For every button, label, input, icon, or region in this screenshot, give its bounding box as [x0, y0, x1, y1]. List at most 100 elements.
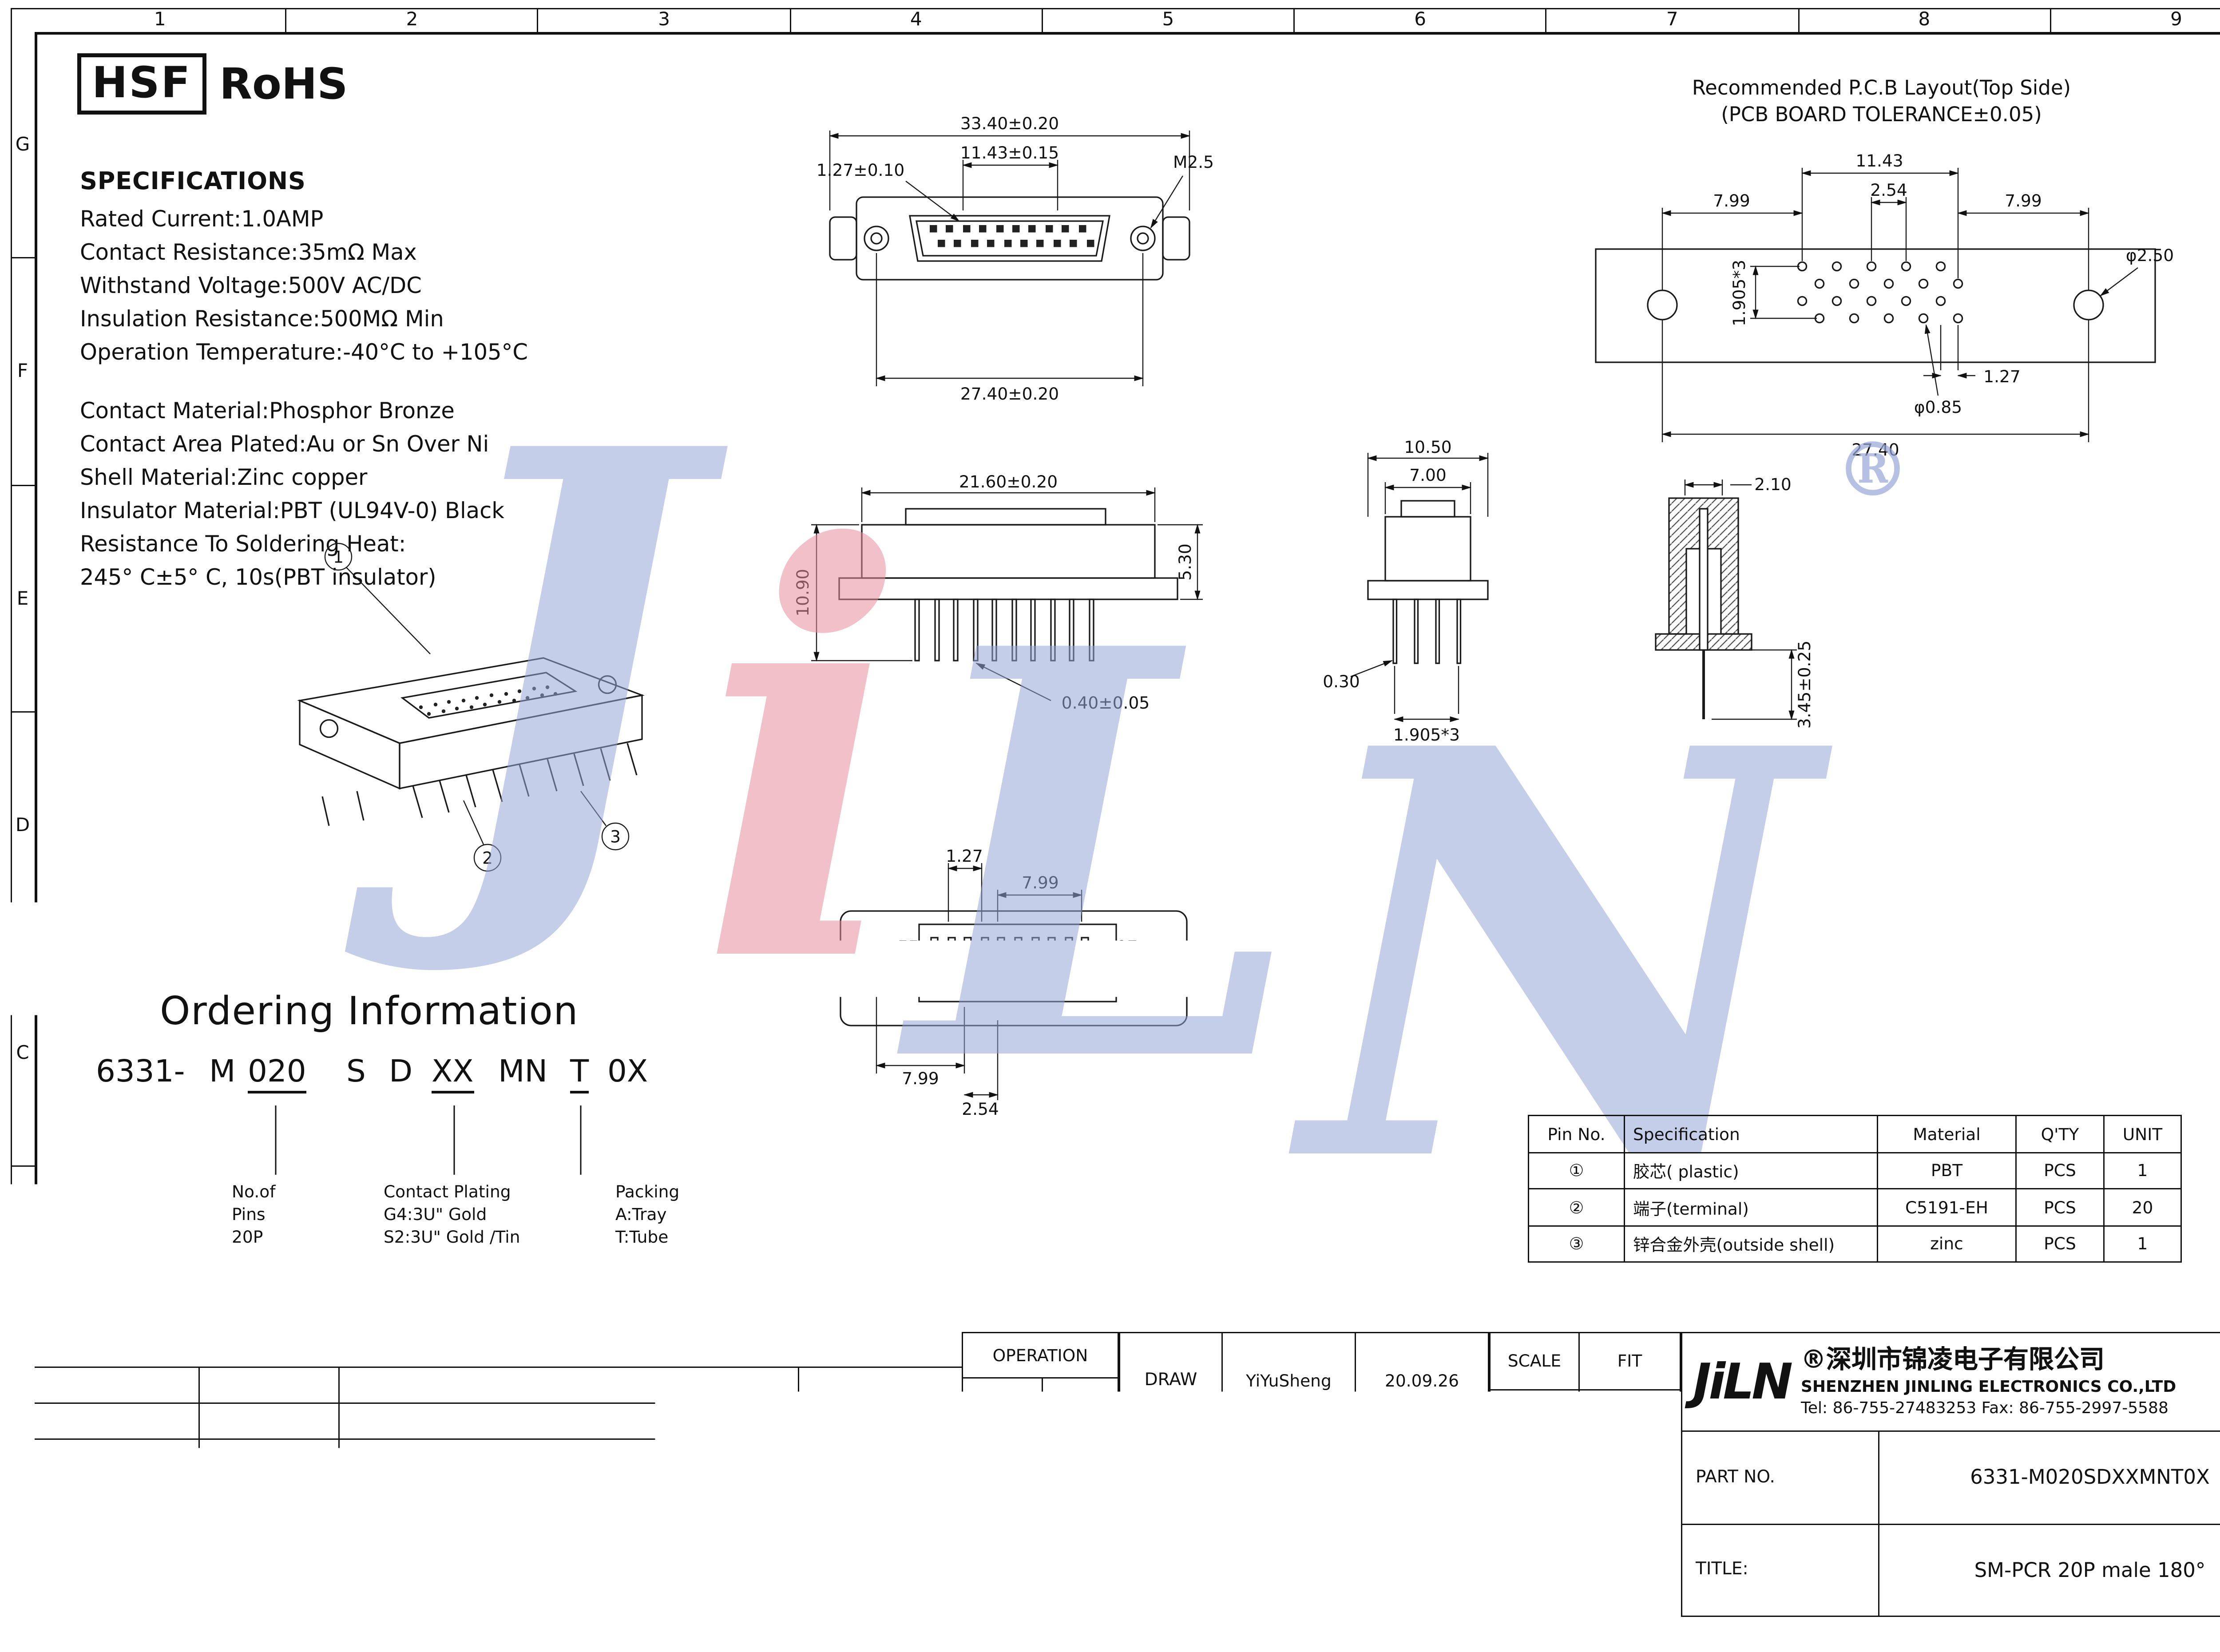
- dim-7-99-left: 7.99: [1713, 191, 1750, 210]
- tol-value: ±0.20: [1043, 1426, 1118, 1473]
- front-view: 33.40±0.20 11.43±0.15 1.27±0.10 M2.5 27.…: [797, 93, 1223, 406]
- company-name-cn: ®深圳市锦凌电子有限公司: [1801, 1345, 2220, 1376]
- revision-rev: A: [35, 1546, 200, 1582]
- spec-line: Contact Area Plated:Au or Sn Over Ni: [80, 428, 746, 461]
- callout-1: 1: [333, 547, 344, 567]
- grid-col-label: 2: [287, 8, 539, 32]
- meta-block: SCALEFIT UNITmm SIZEA4 SHEET1/1 PROJ.: [1489, 1332, 1681, 1617]
- part-no-label: PART NO.: [1682, 1431, 1879, 1523]
- spec-line: Shell Material:Zinc copper: [80, 461, 746, 494]
- parts-cell: ①: [1529, 1153, 1625, 1190]
- company-name-en: SHENZHEN JINLING ELECTRONICS CO.,LTD: [1801, 1376, 2220, 1397]
- grid-row-label: E: [11, 486, 35, 713]
- grid-col-label: 5: [1043, 8, 1295, 32]
- title-value: SM-PCR 20P male 180°: [1879, 1525, 2220, 1616]
- section-view: 2.10 3.45±0.25: [1592, 456, 1832, 788]
- grid-col-label: 5: [1043, 1620, 1295, 1644]
- grid-row-label: F: [11, 259, 35, 486]
- grid-col-label: 1: [35, 8, 287, 32]
- dim-0-40: 0.40±0.05: [1062, 693, 1150, 713]
- tolerance-title: OPERATION: [963, 1333, 1118, 1379]
- grid-col-label: 7: [1547, 1620, 1799, 1644]
- dim-1-27: 1.27±0.10: [817, 160, 904, 180]
- dim-7-00: 7.00: [1409, 465, 1447, 485]
- pcb-layout-title-line1: Recommended P.C.B Layout(Top Side): [1572, 75, 2191, 101]
- pcb-layout-view: 11.43 2.54 7.99 7.99 1.905*3 φ2.50 φ0.85…: [1556, 123, 2195, 469]
- iso-pin-dots: [419, 685, 557, 716]
- plating-label-line: S2:3U" Gold /Tin: [384, 1225, 520, 1248]
- hsf-badge: HSF: [77, 53, 206, 115]
- code-pins: 020: [248, 1055, 306, 1093]
- jiln-logo: JiLN: [1693, 1357, 1790, 1406]
- dim-3-45: 3.45±0.25: [1795, 641, 1814, 729]
- code-0x: 0X: [607, 1055, 648, 1089]
- dim-27-40: 27.40: [1851, 440, 1899, 460]
- code-s: S: [346, 1055, 366, 1089]
- dim-5-30: 5.30: [1175, 543, 1195, 581]
- company-header: JiLN ®深圳市锦凌电子有限公司 SHENZHEN JINLING ELECT…: [1682, 1333, 2220, 1431]
- grid-ref-left: G F E D C B A: [11, 32, 35, 1620]
- parts-header-material: Material: [1878, 1116, 2017, 1153]
- dim-m2-5: M2.5: [1173, 152, 1214, 172]
- approve-label: APPROVE: [1120, 1523, 1223, 1616]
- spec-line: Insulator Material:PBT (UL94V-0) Black: [80, 494, 746, 527]
- plating-label-line: G4:3U" Gold: [384, 1203, 520, 1225]
- parts-header-qty: Q'TY: [2017, 1116, 2105, 1153]
- front-view-body: [830, 197, 1189, 280]
- parts-cell: C5191-EH: [1878, 1189, 2017, 1226]
- dim-7-99-right: 7.99: [2005, 191, 2042, 210]
- spec-line: Rated Current:1.0AMP: [80, 202, 746, 236]
- grid-row-label: D: [11, 713, 35, 940]
- end-view: 10.50 7.00 0.30 1.905*3: [1312, 440, 1545, 759]
- code-packing: T: [570, 1055, 589, 1093]
- bottom-view-body: [840, 911, 1187, 1026]
- dim-2-10: 2.10: [1754, 475, 1792, 494]
- code-plating: XX: [432, 1055, 474, 1093]
- dim-1-27: 1.27: [1983, 367, 2021, 386]
- unit-value: mm: [1580, 1390, 1680, 1446]
- sheet-label: SHEET: [1491, 1504, 1580, 1559]
- parts-header-specification: Specification: [1625, 1116, 1878, 1153]
- grid-col-label: 4: [791, 1620, 1043, 1644]
- tol-value: ±3°: [1043, 1522, 1118, 1569]
- grid-col-label: 2: [287, 1620, 539, 1644]
- size-label: SIZE: [1491, 1447, 1580, 1502]
- tolerance-table: OPERATION X.X±0.30 X.XX±0.20 X.XXX±0.10 …: [962, 1332, 1119, 1617]
- draw-label: DRAW: [1120, 1333, 1223, 1426]
- specifications-title: SPECIFICATIONS: [80, 168, 746, 196]
- pins-option-label: No.of Pins 20P: [232, 1180, 275, 1248]
- unit-label: UNIT: [1491, 1390, 1580, 1446]
- ordering-code: 6331- M 020 S D XX MN T 0X: [83, 1055, 848, 1103]
- grid-row-label: G: [11, 32, 35, 259]
- front-view-pins: [930, 225, 1094, 247]
- scale-value: FIT: [1580, 1333, 1680, 1389]
- part-no-value: 6331-M020SDXXMNT0X: [1879, 1431, 2220, 1523]
- plating-option-label: Contact Plating G4:3U" Gold S2:3U" Gold …: [384, 1180, 520, 1248]
- dim-10-50: 10.50: [1404, 437, 1451, 457]
- pins-label-line: 20P: [232, 1225, 275, 1248]
- dim-1905x3: 1.905*3: [1393, 725, 1460, 745]
- dim-2-54: 2.54: [962, 1099, 999, 1119]
- dim-11-43: 11.43: [1855, 151, 1903, 170]
- side-view-body: [839, 509, 1177, 661]
- projection-symbol: [1580, 1561, 1680, 1616]
- pin-label-11: 11: [898, 936, 919, 956]
- spec-line: Insulation Resistance:500MΩ Min: [80, 302, 746, 336]
- part-no-row: PART NO. 6331-M020SDXXMNT0X: [1682, 1431, 2220, 1524]
- parts-cell: PBT: [1878, 1153, 2017, 1190]
- packing-label-line: T:Tube: [615, 1225, 679, 1248]
- packing-label-line: Packing: [615, 1180, 679, 1203]
- pins-label-line: Pins: [232, 1203, 275, 1225]
- spec-line: Withstand Voltage:500V AC/DC: [80, 269, 746, 302]
- dim-11-43: 11.43±0.15: [960, 143, 1059, 162]
- ordering-information: Ordering Information 6331- M 020 S D XX …: [83, 988, 848, 1275]
- parts-header-unit: UNIT: [2105, 1116, 2182, 1153]
- revision-header-change: CHANGE: [799, 1582, 962, 1617]
- title-row: TITLE: SM-PCR 20P male 180°: [1682, 1525, 2220, 1616]
- scale-label: SCALE: [1491, 1333, 1580, 1389]
- revision-header-date: DATE: [200, 1582, 340, 1617]
- tol-label: Angle: [963, 1522, 1043, 1569]
- parts-cell: 1: [2105, 1226, 2182, 1263]
- pin-label-20: 20: [1116, 936, 1138, 956]
- packing-option-label: Packing A:Tray T:Tube: [615, 1180, 679, 1248]
